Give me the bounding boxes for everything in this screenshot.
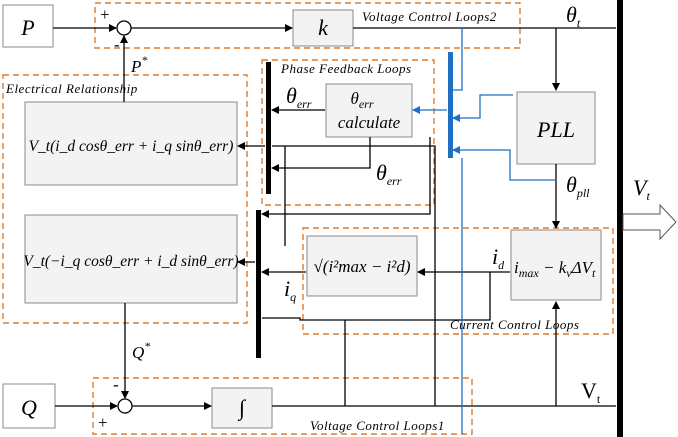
label-electrical-relationship: Electrical Relationship (5, 81, 138, 96)
label-voltage-control-loops2: Voltage Control Loops2 (362, 9, 497, 24)
wire-id-to-mux (262, 272, 491, 321)
sign-minus-top: - (114, 35, 120, 54)
voltage-bus-bar (617, 0, 623, 437)
PLL-label: PLL (536, 117, 575, 142)
phase-mux-bar (266, 62, 271, 194)
signal-theta-pll: θpll (566, 172, 590, 200)
current-mux-bar (256, 210, 261, 358)
signal-iq: iq (284, 276, 296, 304)
integrator-label: ∫ (237, 395, 247, 421)
P-block-label: P (20, 15, 34, 40)
output-arrow (622, 203, 677, 241)
gain-k-block (292, 9, 354, 47)
wire-theta-err-down (271, 137, 371, 172)
wire-loop1-feedback (272, 145, 436, 406)
sum-junction-top (116, 20, 132, 36)
label-phase-feedback-loops: Phase Feedback Loops (280, 61, 412, 76)
label-current-control-loops: Current Control Loops (450, 317, 579, 332)
signal-id: id (492, 244, 505, 272)
wire-theta-err-to-current-mux (261, 137, 431, 218)
wire-blue-from-PLL (452, 94, 513, 122)
equation-top: V_t(i_d cosθ_err + i_q sinθ_err) (29, 138, 234, 155)
label-voltage-control-loops1: Voltage Control Loops1 (310, 418, 445, 433)
current-limit-block (510, 229, 602, 301)
current-control-loop-border (302, 227, 614, 335)
P-block (2, 4, 54, 48)
equation-block-top (24, 101, 238, 186)
signal-Vt-bus: Vt (581, 378, 601, 406)
theta-err-calculate-block (325, 83, 413, 138)
sign-plus-top: + (100, 5, 110, 24)
voltage-control-loop2-border (94, 2, 521, 49)
feedback-mux-bar (448, 52, 453, 158)
equation-block-bottom (24, 214, 238, 304)
signal-Vt-output: Vt (633, 175, 650, 203)
signal-theta-err-mux: θerr (286, 83, 312, 111)
sqrt-block (306, 235, 418, 297)
sqrt-expression: √(i²max − i²d) (313, 257, 410, 276)
signal-Q-star: Q* (132, 339, 150, 362)
Q-block-label: Q (21, 395, 37, 420)
current-limit-expression: imax − kvΔVt (514, 258, 596, 280)
sign-minus-bottom: - (113, 375, 119, 394)
sum-junction-bottom (117, 398, 133, 414)
integrator-block (211, 387, 273, 429)
gain-k-label: k (318, 15, 329, 40)
PLL-block (516, 91, 596, 165)
wire-blue-theta-t (452, 28, 463, 91)
signal-theta-t: θt (566, 2, 581, 30)
sign-plus-bottom: + (98, 413, 108, 432)
equation-bottom: V_t(−i_q cosθ_err + i_d sinθ_err) (23, 253, 238, 270)
signal-P-star: P* (130, 53, 147, 76)
wire-blue-theta-pll (452, 146, 556, 181)
theta-err-calc-text: calculate (338, 113, 401, 132)
signal-theta-err: θerr (376, 160, 402, 188)
phase-feedback-loop-border (261, 59, 435, 206)
theta-err-calc-symbol: θerr (350, 89, 373, 111)
